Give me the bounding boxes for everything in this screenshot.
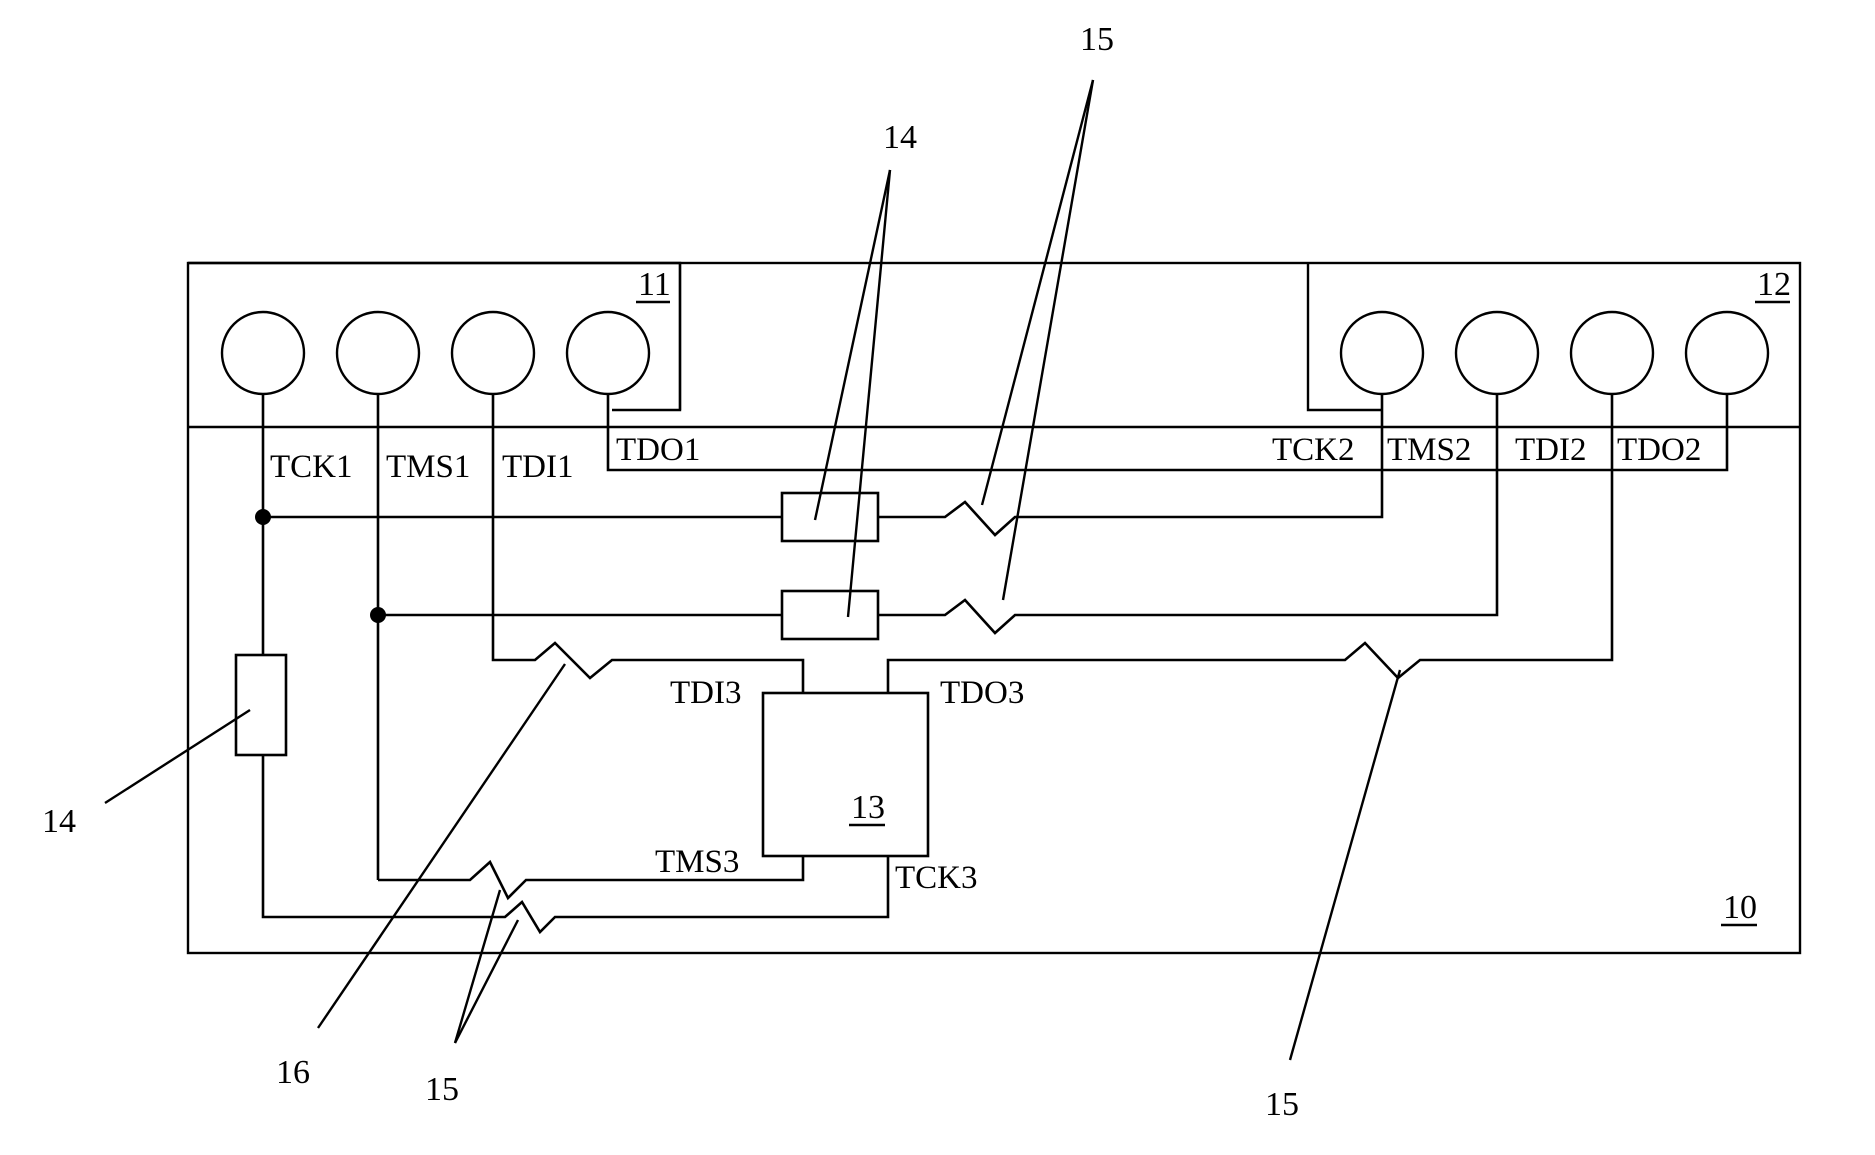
junction-dot-tck (255, 509, 271, 525)
pin-tdi2 (1571, 312, 1653, 394)
wire-tdi2-return (878, 394, 1497, 633)
connector-11-outline (188, 263, 680, 410)
resistor-left (236, 655, 286, 755)
resistor-top (782, 493, 878, 541)
pin-tdo2 (1686, 312, 1768, 394)
ref-board-10: 10 (1723, 889, 1757, 926)
wires (263, 394, 1727, 932)
circuit-board (188, 263, 1800, 953)
label-tck3: TCK3 (895, 860, 978, 896)
pin-tdi1 (452, 312, 534, 394)
pin-tdo1 (567, 312, 649, 394)
leader-15-top-b (1003, 80, 1093, 600)
label-tdi2: TDI2 (1515, 432, 1586, 468)
ref-chip-13: 13 (851, 789, 885, 826)
callout-14-top: 14 (883, 119, 917, 156)
label-tdi1: TDI1 (502, 449, 573, 485)
leader-lines (105, 80, 1400, 1060)
pin-tms2 (1456, 312, 1538, 394)
label-tdi3: TDI3 (670, 675, 741, 711)
connector-11 (222, 312, 649, 394)
leader-14-left (105, 710, 250, 803)
callout-15-top: 15 (1080, 21, 1114, 58)
leader-14-top-a (815, 170, 890, 520)
label-tms3: TMS3 (655, 844, 739, 880)
label-tms1: TMS1 (386, 449, 470, 485)
wire-tdo3-to-tdi2 (888, 394, 1612, 693)
callout-15-right: 15 (1265, 1086, 1299, 1123)
pin-tck2 (1341, 312, 1423, 394)
callout-15-bottom: 15 (425, 1071, 459, 1108)
chip-13 (763, 693, 928, 856)
label-tdo2: TDO2 (1617, 432, 1701, 468)
pin-tck1 (222, 312, 304, 394)
leader-16 (318, 664, 565, 1028)
label-tck2: TCK2 (1272, 432, 1355, 468)
callout-16: 16 (276, 1054, 310, 1091)
leader-15-right (1290, 670, 1400, 1060)
junction-dot-tms (370, 607, 386, 623)
resistor-middle (782, 591, 878, 639)
ref-connector-12: 12 (1757, 266, 1791, 303)
ref-connector-11: 11 (638, 266, 671, 303)
leader-15-top-a (982, 80, 1093, 505)
callout-14-left: 14 (42, 803, 76, 840)
label-tck1: TCK1 (270, 449, 353, 485)
label-tms2: TMS2 (1387, 432, 1471, 468)
pin-tms1 (337, 312, 419, 394)
connector-12 (1341, 312, 1768, 394)
leader-14-top-b (848, 170, 890, 617)
label-tdo3: TDO3 (940, 675, 1024, 711)
label-tdo1: TDO1 (616, 432, 700, 468)
